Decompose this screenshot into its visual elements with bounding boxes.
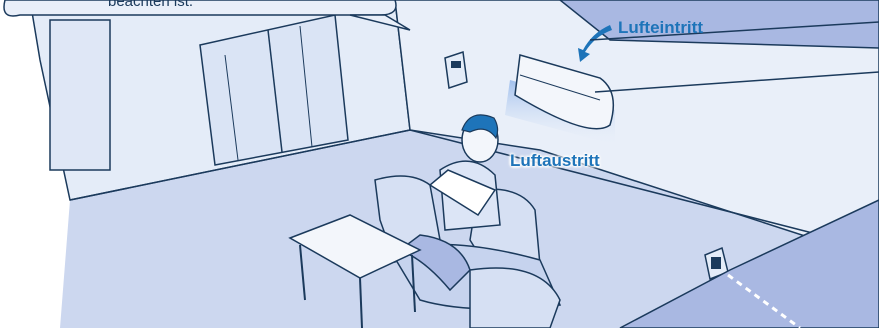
window-frame [50, 20, 110, 170]
air-intake-label: Lufteintritt [618, 18, 703, 38]
callout-text: beachten ist. [108, 0, 193, 10]
wall-thermostat-icon [445, 52, 467, 88]
air-outlet-label: Luftaustritt [510, 151, 600, 171]
